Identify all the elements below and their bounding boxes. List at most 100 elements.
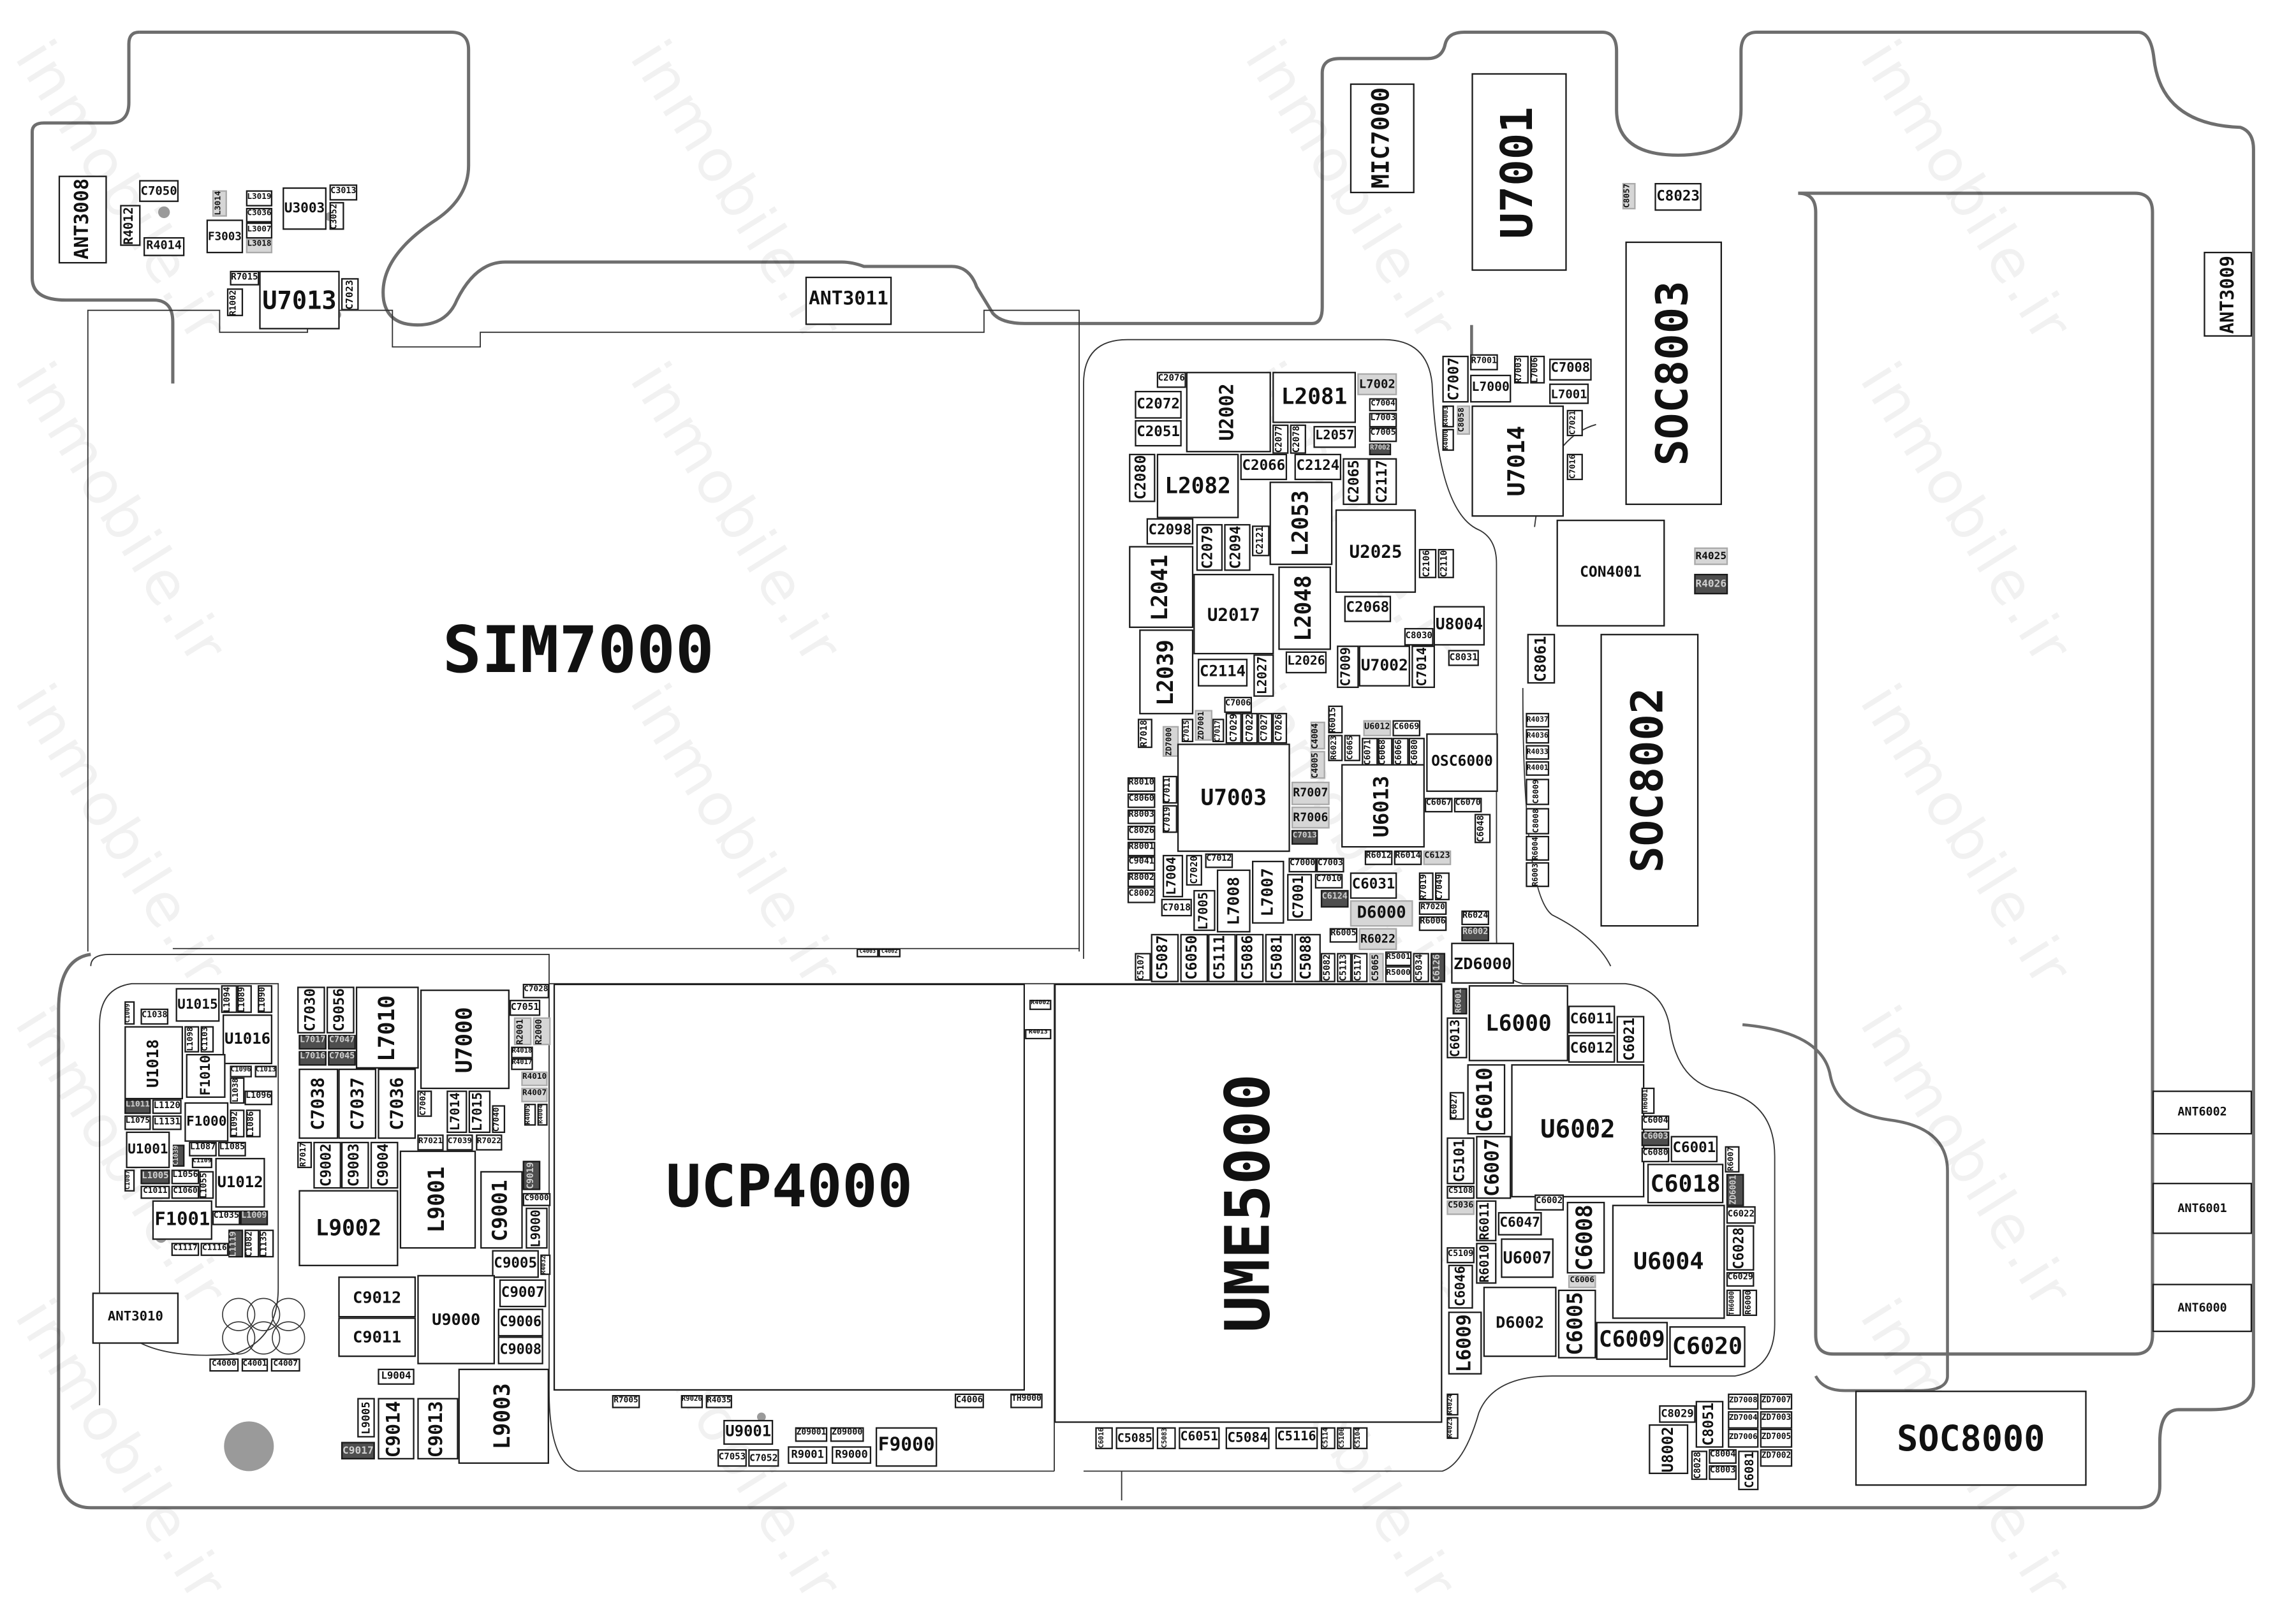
component-r7021: R7021	[417, 1134, 444, 1151]
component-c1116: C1116	[200, 1243, 229, 1256]
mounting-hole-circles	[222, 1297, 305, 1355]
component-r4033: R4033	[1526, 745, 1550, 760]
component-label: R9001	[791, 1448, 824, 1461]
component-label: TH6000	[1728, 1290, 1737, 1315]
component-label: C8051	[1700, 1403, 1718, 1446]
component-r6015: R6015	[1328, 705, 1343, 734]
component-r6024: R6024	[1461, 910, 1489, 926]
component-label: C8028	[1693, 1452, 1704, 1479]
component-label: C7027	[1259, 714, 1270, 742]
component-ant6002: ANT6002	[2152, 1090, 2253, 1135]
component-label: C5034	[1415, 954, 1425, 981]
component-u9000: U9000	[417, 1275, 496, 1364]
component-f1001: F1001	[152, 1200, 212, 1240]
component-label: C1039	[173, 1145, 182, 1166]
component-l9003: L9003	[458, 1368, 549, 1464]
pin1-marker-icon	[158, 206, 170, 219]
component-c2079: C2079	[1196, 523, 1223, 571]
component-label: C9002	[318, 1143, 335, 1187]
component-label: R6000	[1744, 1290, 1753, 1315]
component-osc6000: OSC6000	[1426, 733, 1498, 793]
component-l7010: L7010	[355, 986, 419, 1069]
component-label: C6003	[1642, 1133, 1668, 1142]
component-label: R6022	[1360, 932, 1395, 946]
component-c6047: C6047	[1498, 1212, 1542, 1236]
component-r4004: R4004	[537, 1104, 548, 1126]
component-label: C6006	[1570, 1276, 1594, 1285]
component-label: C5082	[1322, 954, 1333, 981]
component-c6050: C6050	[1180, 933, 1209, 983]
component-label: L7004	[1165, 857, 1180, 896]
component-c6029: C6029	[1726, 1272, 1755, 1287]
component-label: R4010	[522, 1073, 547, 1083]
component-label: L1086	[247, 1110, 256, 1137]
component-label: C7038	[308, 1077, 329, 1130]
component-label: C8029	[1661, 1407, 1694, 1421]
component-l9005: L9005	[357, 1398, 375, 1438]
component-c9056: C9056	[326, 986, 355, 1034]
component-zd7007: ZD7007	[1760, 1393, 1793, 1410]
component-u7003: U7003	[1177, 743, 1290, 852]
component-c7052: C7052	[748, 1449, 779, 1467]
component-label: C7012	[1206, 854, 1232, 864]
component-c8026: C8026	[1127, 825, 1156, 840]
component-c1117: C1117	[171, 1243, 200, 1256]
component-u7000: U7000	[420, 990, 510, 1090]
component-label: R6015	[1329, 706, 1339, 733]
component-c7008: C7008	[1549, 358, 1592, 381]
component-l1092: L1092	[230, 1109, 245, 1137]
component-label: C6002	[1535, 1196, 1563, 1207]
component-r5001: R5001	[1385, 951, 1412, 967]
component-l7017: L7017	[298, 1035, 327, 1050]
component-label: C7039	[447, 1137, 472, 1146]
component-c6080: C6080	[1641, 1147, 1670, 1162]
component-f9000: F9000	[875, 1427, 938, 1467]
component-c4004: C4004	[1310, 721, 1325, 750]
pin1-marker-icon	[224, 1421, 274, 1472]
component-label: C1011	[143, 1187, 168, 1196]
component-zd7006: ZD7006	[1728, 1428, 1759, 1448]
component-label: R9026	[681, 1396, 702, 1405]
component-label: U2025	[1349, 541, 1402, 562]
component-label: C2110	[1439, 550, 1450, 578]
component-label: C5107	[1137, 954, 1146, 980]
component-r1002: R1002	[226, 288, 244, 316]
component-label: C9007	[501, 1284, 545, 1301]
component-label: C5116	[1277, 1430, 1316, 1445]
component-label: C7018	[1162, 901, 1191, 914]
component-label: R4018	[511, 1048, 533, 1055]
component-c2124: C2124	[1294, 453, 1342, 481]
component-label: C4006	[955, 1394, 983, 1405]
component-c6001: C6001	[1670, 1136, 1718, 1162]
component-r4025: R4025	[1694, 547, 1728, 566]
component-label: C6080	[1642, 1149, 1668, 1158]
component-l1086: L1086	[246, 1109, 261, 1137]
component-label: UME5000	[1211, 1074, 1284, 1333]
component-label: C8030	[1405, 631, 1432, 641]
component-label: C6009	[1598, 1327, 1665, 1354]
component-c5085: C5085	[1115, 1427, 1154, 1449]
component-label: L6009	[1453, 1313, 1476, 1373]
component-label: L2082	[1165, 472, 1231, 499]
component-r8003: R8003	[1127, 809, 1156, 824]
component-label: C6070	[1455, 799, 1481, 808]
component-label: L7007	[1258, 868, 1278, 917]
component-label: C3036	[247, 209, 272, 219]
component-label: C2121	[1255, 527, 1267, 555]
component-label: C6018	[1650, 1169, 1721, 1197]
component-label: C1103	[202, 1027, 211, 1052]
component-u3003: U3003	[283, 187, 327, 230]
component-c6011: C6011	[1568, 1005, 1615, 1034]
component-c5084: C5084	[1225, 1427, 1270, 1449]
component-label: C6065	[1346, 736, 1356, 761]
component-label: R7017	[298, 1143, 308, 1167]
component-label: C2077	[1274, 425, 1285, 453]
component-label: ANT6000	[2177, 1300, 2227, 1314]
component-label: C1038	[142, 1011, 168, 1020]
component-c2106: C2106	[1418, 548, 1437, 578]
component-r4012: R4012	[120, 205, 141, 246]
component-soc8002: SOC8002	[1600, 634, 1699, 927]
component-con4001: CON4001	[1556, 520, 1665, 627]
component-label: R2000	[536, 1018, 545, 1044]
component-c7001: C7001	[1287, 873, 1313, 921]
